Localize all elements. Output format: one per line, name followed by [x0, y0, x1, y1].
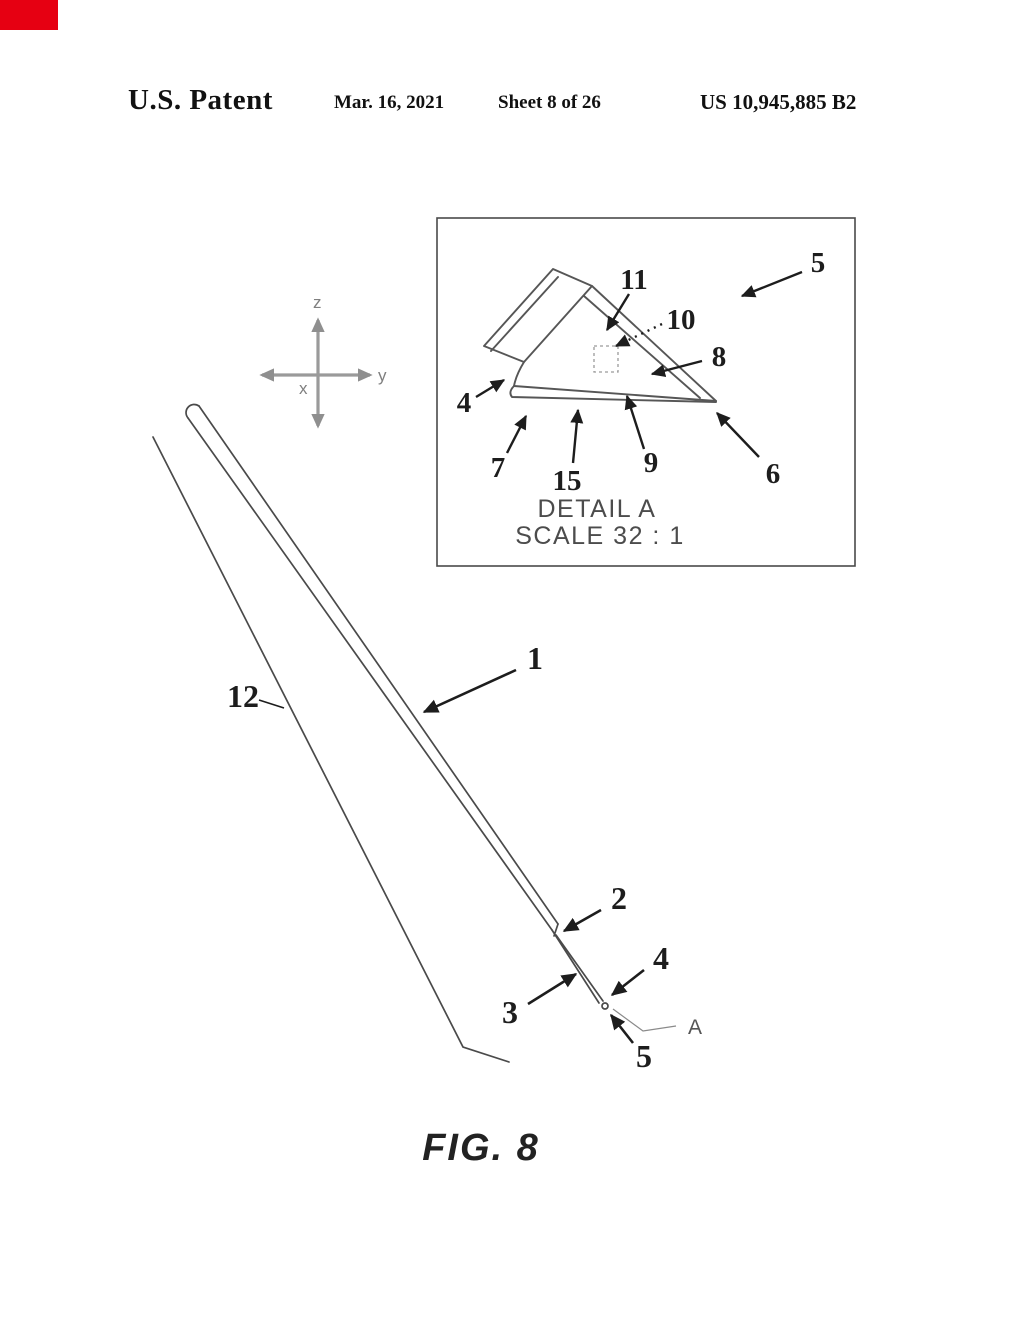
shaft-top-edge: [198, 405, 559, 925]
label-12-tail: [258, 699, 285, 709]
arrow-main-4: [610, 968, 645, 997]
patent-header-date: Mar. 16, 2021: [334, 92, 445, 113]
arrow-main-2: [562, 908, 602, 933]
arrow-main-5: [609, 1013, 635, 1044]
detail-target-square: [593, 345, 619, 373]
ref-main-12: 12: [227, 678, 259, 714]
arrow-inset-11: [605, 293, 631, 332]
ref-inset-11: 11: [620, 264, 647, 296]
detail-scale: SCALE 32 : 1: [515, 522, 684, 550]
ref-inset-5: 5: [811, 247, 826, 279]
ref-inset-8: 8: [712, 341, 727, 373]
needle-bottom-edge: [551, 929, 600, 1004]
shaft-end-cap: [185, 403, 200, 419]
detail-inset-border: [436, 217, 856, 567]
plane-edge-line: [152, 436, 510, 1063]
ref-main-5: 5: [636, 1038, 652, 1074]
axis-label-z: z: [313, 293, 322, 312]
needle-top-edge: [555, 934, 604, 1002]
detail-heel-curve: [513, 361, 525, 387]
ref-inset-9: 9: [644, 447, 659, 479]
patent-header-title: U.S. Patent: [128, 84, 273, 116]
arrow-inset-7: [505, 414, 528, 454]
arrow-inset-15: [570, 408, 584, 464]
coordinate-axes: [259, 317, 373, 429]
ref-inset-15: 15: [553, 465, 582, 497]
detail-slope-outer: [591, 285, 717, 402]
arrow-inset-6: [716, 412, 760, 458]
leader-A: [612, 1008, 677, 1032]
ref-main-3: 3: [502, 994, 518, 1030]
scan-artifact-red: [0, 0, 58, 30]
instrument-body: [152, 403, 609, 1063]
ref-inset-7: 7: [491, 452, 506, 484]
needle-tip: [601, 1002, 609, 1010]
arrow-inset-10: [614, 322, 663, 348]
arrow-inset-4: [475, 378, 506, 399]
detail-title: DETAIL A: [538, 495, 657, 523]
arrow-inset-8: [650, 359, 703, 378]
detail-drawing-tip: [483, 268, 717, 403]
ref-inset-6: 6: [766, 458, 781, 490]
detail-cannula-outer: [483, 268, 593, 363]
arrow-main-1: [422, 668, 517, 714]
detail-arrows: [475, 270, 803, 464]
figure-caption: FIG. 8: [422, 1127, 540, 1169]
detail-base-bottom: [509, 385, 717, 403]
patent-header-number: US 10,945,885 B2: [700, 90, 857, 114]
detail-slope-inner: [583, 295, 701, 399]
figure-arrows: [422, 668, 645, 1044]
ref-main-A: A: [688, 1016, 702, 1039]
ref-inset-10: 10: [667, 304, 696, 336]
axis-label-x: x: [299, 379, 308, 398]
ref-main-2: 2: [611, 880, 627, 916]
ref-inset-4: 4: [457, 387, 472, 419]
arrow-inset-5: [740, 270, 803, 298]
arrow-main-3: [527, 972, 578, 1006]
detail-base-top: [513, 385, 717, 402]
arrow-inset-9: [624, 394, 646, 450]
patent-header-sheet: Sheet 8 of 26: [498, 92, 601, 113]
ref-main-4: 4: [653, 940, 669, 976]
detail-cannula-inner-wall: [490, 276, 559, 352]
ref-main-1: 1: [527, 640, 543, 676]
shaft-bottom-edge: [187, 417, 553, 931]
axis-label-y: y: [378, 366, 387, 385]
